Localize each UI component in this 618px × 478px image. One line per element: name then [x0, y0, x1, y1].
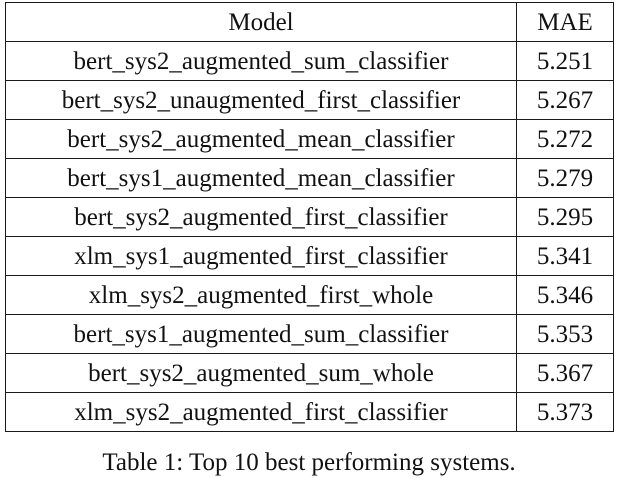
mae-cell: 5.367 [516, 353, 614, 393]
table-row: xlm_sys2_augmented_first_whole 5.346 [5, 275, 614, 315]
results-table: Model MAE bert_sys2_augmented_sum_classi… [5, 2, 614, 432]
column-header-mae: MAE [516, 2, 614, 42]
table-caption: Table 1: Top 10 best performing systems. [102, 449, 516, 476]
mae-cell: 5.272 [516, 119, 614, 159]
model-cell: xlm_sys1_augmented_first_classifier [5, 236, 517, 276]
model-cell: bert_sys2_augmented_mean_classifier [5, 119, 517, 159]
mae-cell: 5.251 [516, 41, 614, 81]
mae-cell: 5.267 [516, 80, 614, 120]
table-row: bert_sys2_augmented_first_classifier 5.2… [5, 197, 614, 237]
mae-cell: 5.373 [516, 392, 614, 432]
model-cell: bert_sys1_augmented_sum_classifier [5, 314, 517, 354]
model-cell: bert_sys2_augmented_first_classifier [5, 197, 517, 237]
table-row: bert_sys1_augmented_mean_classifier 5.27… [5, 158, 614, 198]
mae-cell: 5.346 [516, 275, 614, 315]
table-row: bert_sys2_augmented_sum_whole 5.367 [5, 353, 614, 393]
model-cell: bert_sys2_unaugmented_first_classifier [5, 80, 517, 120]
model-cell: bert_sys2_augmented_sum_classifier [5, 41, 517, 81]
mae-cell: 5.295 [516, 197, 614, 237]
mae-cell: 5.341 [516, 236, 614, 276]
mae-cell: 5.353 [516, 314, 614, 354]
table-row: bert_sys1_augmented_sum_classifier 5.353 [5, 314, 614, 354]
model-cell: xlm_sys2_augmented_first_classifier [5, 392, 517, 432]
model-cell: bert_sys2_augmented_sum_whole [5, 353, 517, 393]
table-row: bert_sys2_unaugmented_first_classifier 5… [5, 80, 614, 120]
column-header-model: Model [5, 2, 517, 42]
mae-cell: 5.279 [516, 158, 614, 198]
model-cell: bert_sys1_augmented_mean_classifier [5, 158, 517, 198]
table-row: bert_sys2_augmented_mean_classifier 5.27… [5, 119, 614, 159]
model-cell: xlm_sys2_augmented_first_whole [5, 275, 517, 315]
table-row: xlm_sys2_augmented_first_classifier 5.37… [5, 392, 614, 432]
table-header-row: Model MAE [5, 2, 614, 42]
table-row: xlm_sys1_augmented_first_classifier 5.34… [5, 236, 614, 276]
table-row: bert_sys2_augmented_sum_classifier 5.251 [5, 41, 614, 81]
